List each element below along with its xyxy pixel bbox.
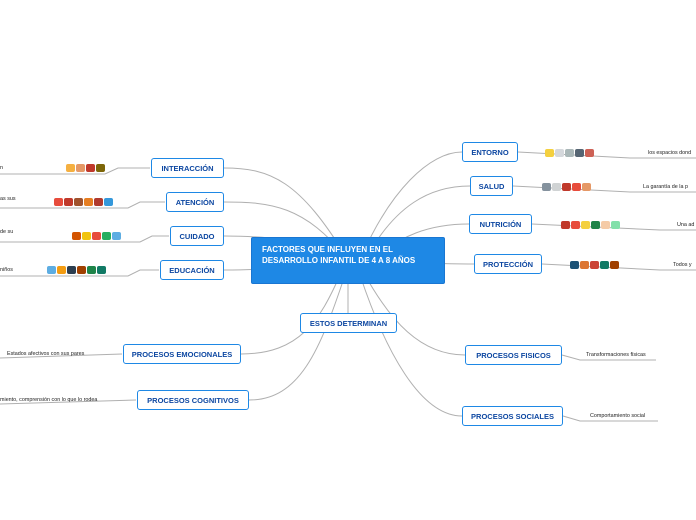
face-icon (82, 231, 91, 240)
icons-educacion (47, 265, 107, 274)
branch-procesos-sociales[interactable]: PROCESOS SOCIALES (462, 406, 563, 426)
icons-salud (542, 182, 592, 191)
icons-entorno (545, 148, 595, 157)
syringe-icon (582, 182, 591, 191)
people-icon (66, 163, 75, 172)
teacher-icon (87, 265, 96, 274)
branch-procesos-cognitivos[interactable]: PROCESOS COGNITIVOS (137, 390, 249, 410)
branch-entorno[interactable]: ENTORNO (462, 142, 518, 162)
pin-icon (92, 231, 101, 240)
icons-nutricion (561, 220, 621, 229)
branch-interaccion[interactable]: INTERACCIÓN (151, 158, 224, 178)
church-icon (565, 148, 574, 157)
branch-procesos-emocionales[interactable]: PROCESOS EMOCIONALES (123, 344, 241, 364)
branch-salud[interactable]: SALUD (470, 176, 513, 196)
leaf-cuidado[interactable]: de su (0, 229, 14, 235)
sleep-icon (112, 231, 121, 240)
classroom-icon (97, 265, 106, 274)
heart-icon (54, 197, 63, 206)
branch-estos-determinan[interactable]: ESTOS DETERMINAN (300, 313, 397, 333)
leaf-atencion[interactable]: as sus (0, 196, 16, 202)
branch-cuidado[interactable]: CUIDADO (170, 226, 224, 246)
leaf-entorno[interactable]: los espacios dond (648, 150, 692, 156)
teddy-icon (74, 197, 83, 206)
leaf-procesos-fisicos[interactable]: Transformaciones físicas (586, 352, 646, 358)
icons-interaccion (66, 163, 106, 172)
cheese-icon (581, 220, 590, 229)
branch-educacion[interactable]: EDUCACIÓN (160, 260, 224, 280)
wheelchair-icon (542, 182, 551, 191)
pencil-icon (57, 265, 66, 274)
bus-icon (545, 148, 554, 157)
branch-nutricion[interactable]: NUTRICIÓN (469, 214, 532, 234)
lettuce-icon (611, 220, 620, 229)
clock-icon (555, 148, 564, 157)
meat-icon (561, 220, 570, 229)
broom-icon (77, 265, 86, 274)
nurse-icon (590, 260, 599, 269)
people-icon (76, 163, 85, 172)
leaf-educacion[interactable]: niños (0, 267, 13, 273)
leaf-procesos-cognitivos[interactable]: miento, comprensión con lo que lo rodea (0, 397, 98, 403)
people-icon (86, 163, 95, 172)
woman-icon (610, 260, 619, 269)
leaf-procesos-sociales[interactable]: Comportamiento social (590, 413, 646, 419)
broccoli-icon (591, 220, 600, 229)
bandage-icon (562, 182, 571, 191)
central-topic[interactable]: FACTORES QUE INFLUYEN EN EL DESARROLLO I… (251, 237, 445, 284)
book-icon (47, 265, 56, 274)
icons-atencion (54, 197, 114, 206)
apple-icon (571, 220, 580, 229)
branch-proteccion[interactable]: PROTECCIÓN (474, 254, 542, 274)
icons-proteccion (570, 260, 620, 269)
person-icon (72, 231, 81, 240)
branch-procesos-fisicos[interactable]: PROCESOS FISICOS (465, 345, 562, 365)
car-icon (575, 148, 584, 157)
leaf-nutricion[interactable]: Una ad (677, 222, 695, 228)
shoe-icon (64, 197, 73, 206)
leaf-salud[interactable]: La garantía de la p (643, 184, 688, 190)
leaf-proteccion[interactable]: Todos y (673, 262, 692, 268)
branch-atencion[interactable]: ATENCIÓN (166, 192, 224, 212)
family-icon (580, 260, 589, 269)
graduate-icon (67, 265, 76, 274)
leaf-interaccion[interactable]: n (0, 165, 3, 171)
icons-cuidado (72, 231, 122, 240)
clock-icon (84, 197, 93, 206)
school-icon (585, 148, 594, 157)
egg-icon (601, 220, 610, 229)
megaphone-icon (94, 197, 103, 206)
ambulance-icon (552, 182, 561, 191)
leaf-procesos-emocionales[interactable]: Estados afectivos con sus pares (7, 351, 85, 357)
teacher-icon (600, 260, 609, 269)
pill-icon (572, 182, 581, 191)
gift-icon (104, 197, 113, 206)
family-icon (102, 231, 111, 240)
people-icon (96, 163, 105, 172)
police-icon (570, 260, 579, 269)
